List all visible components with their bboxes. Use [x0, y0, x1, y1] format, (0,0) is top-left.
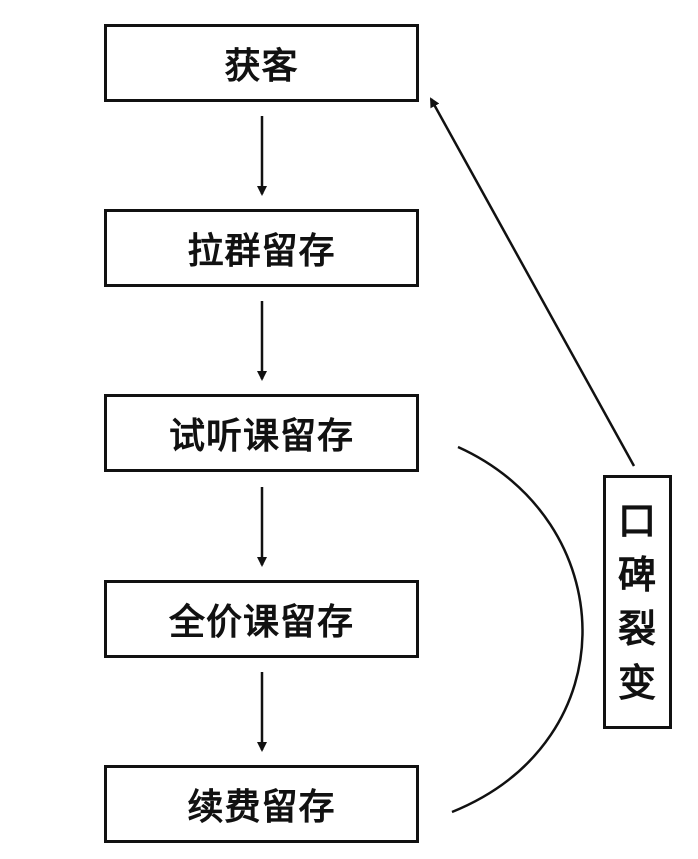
stage-label-group-retention: 拉群留存: [187, 231, 336, 272]
stage-label-fullprice-retention: 全价课留存: [168, 602, 354, 643]
stage-box-fullprice-retention: 全价课留存: [104, 580, 419, 658]
side-char: 碑: [617, 553, 657, 597]
word-of-mouth-box: 口 碑 裂 变: [603, 475, 672, 729]
side-char: 变: [617, 661, 657, 705]
stage-box-renewal-retention: 续费留存: [104, 765, 419, 843]
stage-label-acquisition: 获客: [224, 46, 299, 87]
curve-bracket: [451, 445, 584, 814]
stage-box-acquisition: 获客: [104, 24, 419, 102]
side-char: 口: [617, 499, 657, 543]
stage-label-trial-retention: 试听课留存: [168, 416, 354, 457]
stage-box-group-retention: 拉群留存: [104, 209, 419, 287]
side-char: 裂: [617, 607, 657, 651]
stage-box-trial-retention: 试听课留存: [104, 394, 419, 472]
stage-label-renewal-retention: 续费留存: [187, 787, 336, 828]
arrow-feedback: [429, 97, 636, 467]
